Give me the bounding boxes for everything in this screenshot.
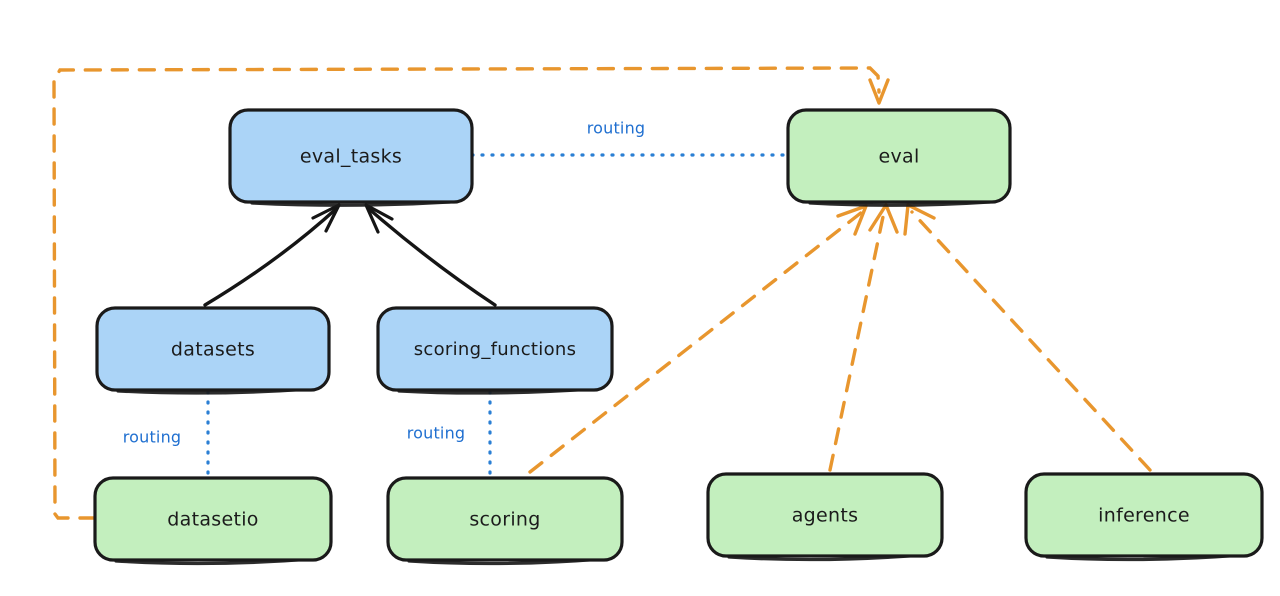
node-eval-label: eval [878, 146, 919, 168]
node-agents[interactable]: agents [706, 472, 944, 562]
edge-inference-eval-path [910, 210, 1152, 472]
node-datasets[interactable]: datasets [95, 306, 331, 395]
edge-label-routing-datasets: routing [123, 428, 182, 447]
node-scoring-label: scoring [469, 509, 540, 531]
edge-datasetio-eval [52, 66, 890, 520]
edge-scoring-functions-eval-tasks-path [366, 206, 497, 307]
node-inference-shape [1024, 472, 1264, 558]
node-scoring-functions-label: scoring_functions [414, 339, 577, 360]
node-scoring[interactable]: scoring [386, 476, 624, 566]
node-inference[interactable]: inference [1024, 472, 1264, 562]
edge-datasets-eval-tasks [203, 203, 341, 307]
edge-label-routing-scoring-functions: routing [407, 424, 466, 443]
edge-scoring-eval-path [528, 210, 864, 474]
edge-datasetio-eval-path [52, 66, 881, 520]
node-datasetio[interactable]: datasetio [93, 476, 333, 566]
node-eval-tasks-label: eval_tasks [300, 146, 402, 168]
node-scoring-functions-shape [376, 306, 614, 392]
node-eval-shape [786, 108, 1012, 204]
edge-agents-eval [828, 203, 899, 472]
node-scoring-shape [386, 476, 624, 562]
edge-datasets-datasetio: routing [123, 390, 210, 479]
edge-scoring-functions-eval-tasks [364, 203, 497, 307]
node-scoring-functions[interactable]: scoring_functions [376, 306, 614, 395]
edge-datasetio-eval-arrowhead [868, 78, 890, 105]
node-datasetio-shape [93, 476, 333, 562]
edge-inference-eval [903, 203, 1152, 472]
node-agents-label: agents [792, 505, 859, 527]
node-datasets-label: datasets [171, 339, 255, 361]
node-eval-tasks[interactable]: eval_tasks [228, 108, 474, 207]
node-agents-shape [706, 472, 944, 558]
edge-agents-eval-path [828, 210, 886, 472]
edge-eval-tasks-eval: routing [470, 119, 788, 157]
node-inference-label: inference [1098, 505, 1190, 527]
node-datasets-shape [95, 306, 331, 392]
node-eval[interactable]: eval [786, 108, 1012, 207]
node-eval-tasks-shape [228, 108, 474, 204]
edge-label-routing-eval-tasks: routing [587, 119, 646, 138]
node-layer: eval_tasks eval datasets scoring_functio… [93, 108, 1264, 566]
edge-scoring-functions-scoring: routing [407, 390, 492, 479]
edge-datasets-eval-tasks-path [203, 206, 339, 307]
node-datasetio-label: datasetio [167, 509, 258, 531]
